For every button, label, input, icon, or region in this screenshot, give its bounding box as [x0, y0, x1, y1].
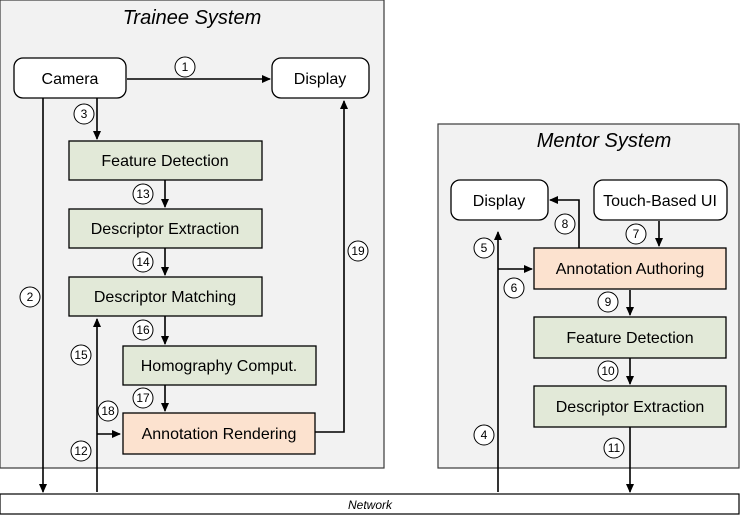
step-14-label: 14: [136, 255, 150, 269]
homography-node: [122, 345, 317, 386]
step-17: 17: [132, 387, 154, 409]
descriptor-matching-label: Descriptor Matching: [94, 289, 236, 306]
step-5: 5: [473, 237, 495, 259]
camera-label: Camera: [42, 71, 99, 88]
mentor-descriptor-extraction-node: [533, 385, 727, 428]
step-9-label: 9: [605, 295, 612, 309]
mentor-feature-detection-label: Feature Detection: [566, 330, 693, 347]
trainee-display-label: Display: [294, 71, 346, 88]
edge-authoring-display: [549, 196, 580, 248]
mentor-display-label: Display: [473, 193, 525, 210]
homography-label: Homography Comput.: [141, 358, 298, 375]
network-bar: [0, 493, 740, 515]
step-8: 8: [554, 213, 576, 235]
step-16-label: 16: [136, 323, 150, 337]
step-6-label: 6: [511, 281, 518, 295]
step-13: 13: [132, 183, 154, 205]
step-12-label: 12: [74, 444, 88, 458]
step-10: 10: [597, 360, 619, 382]
edges: [39, 75, 663, 493]
step-1-label: 1: [182, 60, 189, 74]
trainee-descriptor-extraction-node: [68, 208, 263, 249]
mentor-system-title: Mentor System: [537, 130, 671, 152]
annotation-rendering-node: [122, 412, 316, 455]
step-4-label: 4: [481, 428, 488, 442]
step-12: 12: [70, 440, 92, 462]
step-16: 16: [132, 319, 154, 341]
step-6: 6: [503, 277, 525, 299]
network-label: Network: [348, 498, 393, 512]
step-19-label: 19: [351, 244, 365, 258]
step-15-label: 15: [74, 348, 88, 362]
step-11: 11: [603, 437, 625, 459]
step-18: 18: [97, 400, 119, 422]
step-11-label: 11: [608, 441, 621, 455]
step-2-label: 2: [27, 290, 34, 304]
step-2: 2: [19, 286, 41, 308]
trainee-descriptor-extraction-label: Descriptor Extraction: [91, 221, 240, 238]
step-1: 1: [174, 56, 196, 78]
step-9: 9: [597, 291, 619, 313]
step-4: 4: [473, 424, 495, 446]
edge-rendering-display: [315, 100, 348, 433]
trainee-feature-detection-node: [68, 140, 263, 181]
step-18-label: 18: [101, 404, 115, 418]
step-7-label: 7: [633, 227, 640, 241]
step-7: 7: [625, 223, 647, 245]
step-15: 15: [70, 344, 92, 366]
step-10-label: 10: [601, 364, 615, 378]
annotation-rendering-label: Annotation Rendering: [142, 426, 297, 443]
step-13-label: 13: [136, 187, 150, 201]
touch-ui-node: [593, 179, 728, 221]
mentor-feature-detection-node: [533, 316, 727, 359]
trainee-system-title: Trainee System: [123, 7, 262, 29]
mentor-descriptor-extraction-label: Descriptor Extraction: [556, 399, 705, 416]
trainee-feature-detection-label: Feature Detection: [101, 153, 228, 170]
descriptor-matching-node: [68, 276, 263, 317]
step-3: 3: [73, 103, 95, 125]
step-5-label: 5: [481, 241, 488, 255]
touch-ui-label: Touch-Based UI: [603, 193, 717, 210]
step-17-label: 17: [136, 391, 150, 405]
trainee-display-node: [271, 57, 370, 99]
step-14: 14: [132, 251, 154, 273]
annotation-authoring-label: Annotation Authoring: [556, 261, 705, 278]
mentor-display-node: [450, 179, 549, 221]
annotation-authoring-node: [533, 247, 727, 290]
camera-node: [13, 57, 127, 99]
step-19: 19: [347, 240, 369, 262]
step-8-label: 8: [562, 217, 569, 231]
step-3-label: 3: [81, 107, 88, 121]
